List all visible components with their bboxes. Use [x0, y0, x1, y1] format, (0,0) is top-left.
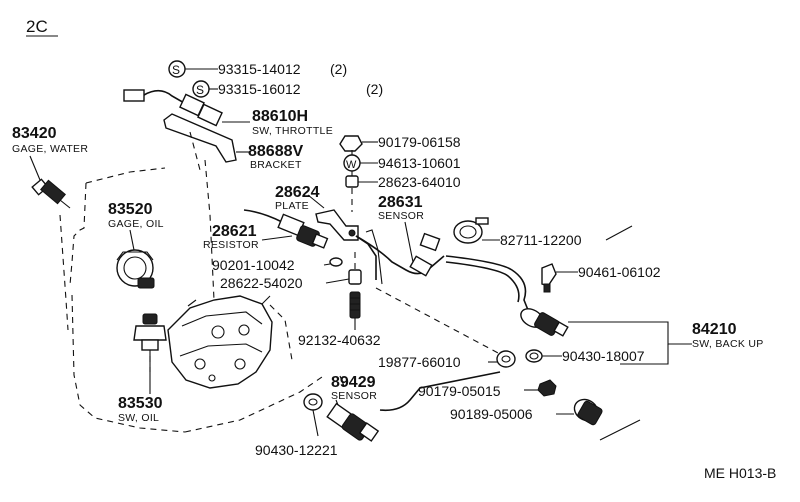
part-desc-83520: GAGE, OIL — [108, 218, 164, 230]
oil-switch-83530[interactable] — [133, 313, 167, 394]
gasket-90430-18007[interactable] — [525, 349, 562, 363]
bolt-93315-14012[interactable]: S — [168, 60, 218, 78]
throttle-bracket[interactable] — [163, 113, 250, 163]
part-number-88610h: 88610H — [252, 108, 308, 125]
bolt-92132-40632[interactable] — [349, 291, 361, 330]
part-number-88688v: 88688V — [248, 143, 303, 160]
s-symbol: S — [172, 63, 180, 77]
bolt-93315-16012[interactable]: S — [192, 80, 218, 98]
part-desc-89429: SENSOR — [331, 390, 377, 402]
throttle-switch[interactable] — [123, 89, 250, 127]
part-number-90461-06102: 90461-06102 — [578, 264, 661, 280]
qty-93315-14012: (2) — [330, 61, 347, 77]
sensor-89429[interactable] — [326, 371, 501, 442]
part-number-28623-64010: 28623-64010 — [378, 174, 461, 190]
plate-28624[interactable] — [307, 194, 359, 241]
part-28622-54020-shape[interactable] — [325, 269, 362, 285]
clip-90461-06102[interactable] — [541, 263, 578, 293]
part-number-90189-05006: 90189-05006 — [450, 406, 533, 422]
wire-harness — [355, 229, 529, 311]
part-number-28631: 28631 — [378, 194, 423, 211]
sensor-28631[interactable] — [355, 221, 445, 277]
leader-lines — [189, 131, 641, 441]
oil-gage-83520[interactable] — [116, 229, 155, 289]
part-number-82711-12200: 82711-12200 — [500, 232, 582, 248]
drawing-code: ME H013-B — [704, 465, 776, 481]
part-desc-88610h: SW, THROTTLE — [252, 125, 333, 137]
part-number-93315-16012: 93315-16012 — [218, 81, 301, 97]
part-number-90179-06158: 90179-06158 — [378, 134, 461, 150]
part-number-84210: 84210 — [692, 321, 737, 338]
washer-94613-10601[interactable]: W — [343, 154, 378, 172]
part-desc-83420: GAGE, WATER — [12, 143, 88, 155]
part-number-83520: 83520 — [108, 201, 153, 218]
part-number-28621: 28621 — [212, 223, 257, 240]
part-number-83530: 83530 — [118, 395, 163, 412]
part-desc-84210: SW, BACK UP — [692, 338, 764, 350]
plug-19877-66010[interactable] — [488, 350, 516, 368]
water-gage-83420[interactable] — [29, 155, 71, 209]
resistor-28621[interactable] — [243, 209, 329, 249]
svg-text:S: S — [196, 83, 204, 97]
part-desc-28631: SENSOR — [378, 210, 424, 222]
part-number-90201-10042: 90201-10042 — [212, 257, 295, 273]
part-desc-88688v: BRACKET — [250, 159, 302, 171]
w-symbol: W — [346, 159, 357, 171]
part-28623-64010-shape[interactable] — [345, 175, 378, 188]
qty-93315-16012: (2) — [366, 81, 383, 97]
gasket-90201-10042[interactable] — [323, 257, 343, 267]
part-number-90179-05015: 90179-05015 — [418, 383, 501, 399]
part-desc-28621: RESISTOR — [203, 239, 259, 251]
part-number-92132-40632: 92132-40632 — [298, 332, 381, 348]
engine-outline — [59, 159, 326, 433]
part-number-90430-12221: 90430-12221 — [255, 442, 338, 458]
part-number-19877-66010: 19877-66010 — [378, 354, 461, 370]
part-desc-83530: SW, OIL — [118, 412, 159, 424]
nut-90179-05015[interactable] — [524, 379, 557, 397]
part-number-94613-10601: 94613-10601 — [378, 155, 461, 171]
part-number-89429: 89429 — [331, 374, 376, 391]
clamp-82711-12200[interactable] — [453, 217, 500, 244]
part-number-93315-14012: 93315-14012 — [218, 61, 301, 77]
part-desc-28624: PLATE — [275, 200, 309, 212]
engine-code: 2C — [26, 17, 48, 36]
oil-pump-housing — [167, 295, 273, 389]
part-90189-05006-shape[interactable] — [556, 395, 603, 426]
part-number-90430-18007: 90430-18007 — [562, 348, 645, 364]
part-number-28622-54020: 28622-54020 — [220, 275, 303, 291]
part-number-83420: 83420 — [12, 125, 57, 142]
part-number-28624: 28624 — [275, 184, 320, 201]
backup-switch-84210[interactable] — [518, 305, 569, 337]
nut-90179-06158[interactable] — [339, 135, 378, 152]
gasket-90430-12221[interactable] — [303, 393, 323, 437]
